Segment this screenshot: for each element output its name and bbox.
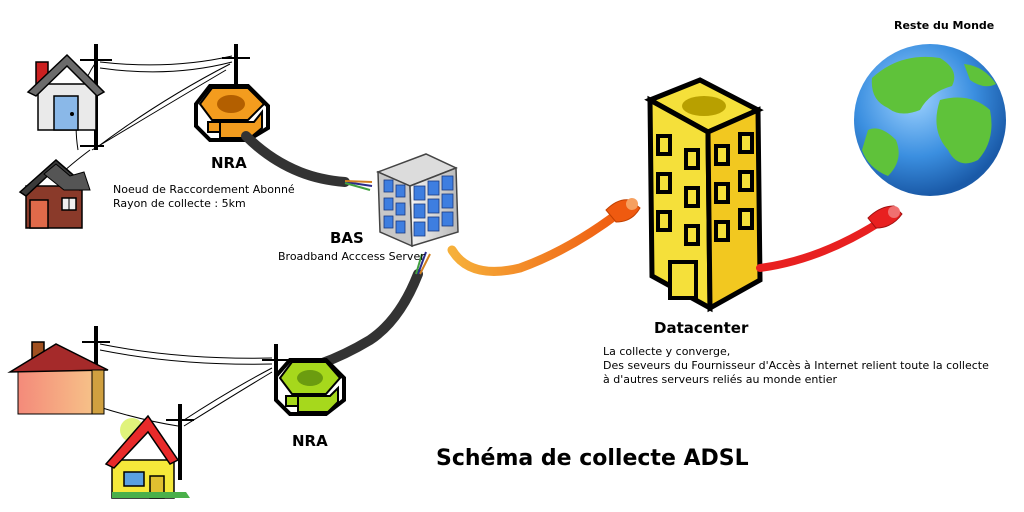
- nra-bottom-label: NRA: [292, 432, 328, 450]
- datacenter-label: Datacenter: [654, 319, 749, 337]
- house-red-roof-icon: [7, 341, 109, 415]
- diagram-title: Schéma de collecte ADSL: [436, 446, 749, 471]
- datacenter-description-line2: Des seveurs du Fournisseur d'Accès à Int…: [603, 359, 989, 372]
- world-label: Reste du Monde: [894, 19, 995, 32]
- bas-label: BAS: [330, 229, 364, 247]
- globe-icon: [854, 44, 1006, 196]
- fiber-cable-orange: [447, 198, 641, 276]
- datacenter-building-icon: [644, 77, 764, 313]
- house-brown-icon: [18, 159, 91, 229]
- nra-top-icon: [194, 84, 270, 142]
- nra-top-description-line2: Rayon de collecte : 5km: [113, 197, 246, 210]
- bas-description: Broadband Acccess Server: [278, 250, 425, 263]
- datacenter-description-line3: à d'autres serveurs reliés au monde enti…: [603, 373, 837, 386]
- house-yellow-icon: [104, 414, 190, 499]
- copper-cable-top: [241, 131, 373, 191]
- bas-server-icon: [376, 153, 459, 248]
- nra-top-label: NRA: [211, 154, 247, 172]
- copper-cable-bottom: [315, 251, 431, 369]
- house-grey-icon: [26, 53, 106, 131]
- fiber-cable-red: [756, 205, 903, 272]
- nra-bottom-icon: [274, 358, 346, 416]
- datacenter-description-line1: La collecte y converge,: [603, 345, 731, 358]
- nra-top-description-line1: Noeud de Raccordement Abonné: [113, 183, 295, 196]
